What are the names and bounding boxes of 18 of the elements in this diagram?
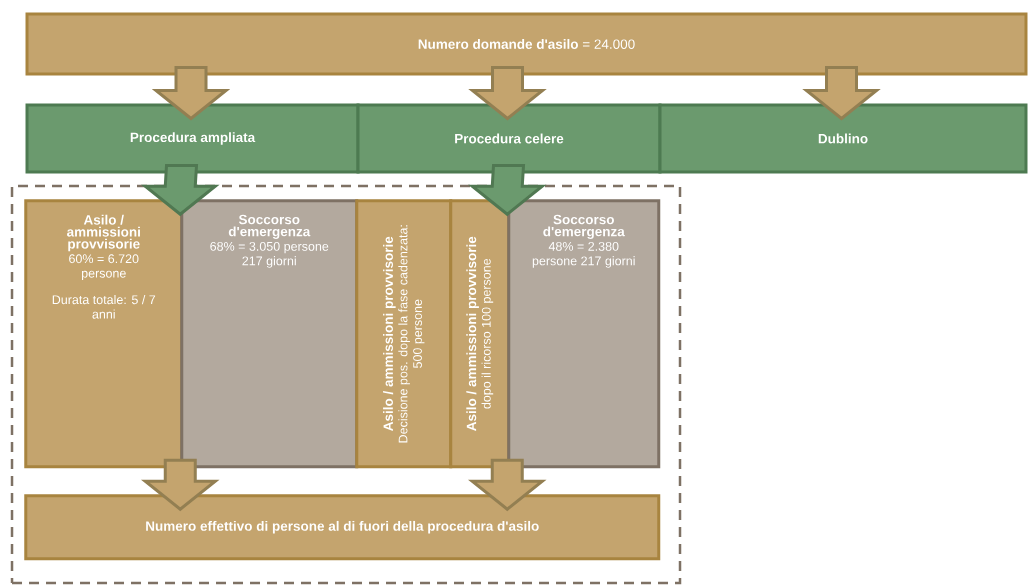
result-box: Soccorso d'emergenza 68% = 3.050 persone 217 giorni bbox=[180, 199, 359, 469]
procedure-box: Dublino bbox=[658, 103, 1028, 174]
dashed-frame bbox=[10, 184, 682, 585]
result-box: Asilo / ammissioni provvisorie Decisione pos. dopo la fase cadenzata: 500 persone bbox=[355, 199, 453, 469]
result-box: Asilo / ammissioni provvisorie 60% = 6.720 persone Durata totale: 5 / 7 anni bbox=[24, 199, 184, 469]
block-arrow bbox=[141, 164, 220, 217]
block-arrow bbox=[468, 458, 547, 512]
block-arrow bbox=[141, 458, 220, 512]
heading-bar: Numero domande d'asilo = 24.000 bbox=[25, 12, 1028, 76]
result-box: Soccorso d'emergenza 48% = 2.380 persone 217 giorni bbox=[507, 199, 661, 469]
procedure-box: Procedura ampliata bbox=[25, 103, 360, 174]
block-arrow bbox=[468, 66, 547, 121]
block-arrow bbox=[468, 164, 547, 217]
heading-bar: Numero effettivo di persone al di fuori della procedura d'asilo bbox=[24, 494, 661, 561]
procedure-box: Procedura celere bbox=[356, 103, 662, 174]
block-arrow bbox=[151, 66, 231, 121]
result-box: Asilo / ammissioni provvisorie dopo il ricorso 100 persone bbox=[449, 199, 511, 469]
block-arrow bbox=[802, 66, 881, 121]
